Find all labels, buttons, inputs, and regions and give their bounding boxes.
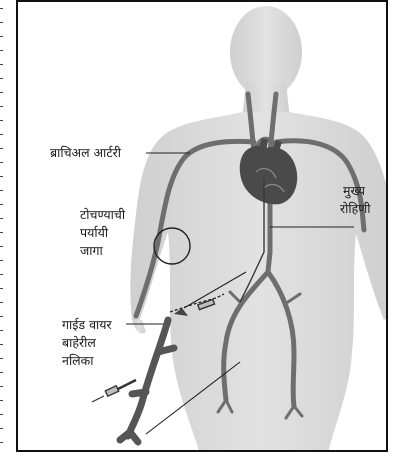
label-puncture-site-2: पर्यायी xyxy=(80,224,108,241)
margin-tick xyxy=(0,344,3,345)
body-silhouette xyxy=(130,6,388,452)
margin-tick xyxy=(0,246,3,247)
margin-tick xyxy=(0,134,3,135)
label-guide-wire: गाईड वायर xyxy=(62,316,112,333)
label-main-artery-1: मुख्य xyxy=(343,182,365,199)
anatomy-illustration xyxy=(18,2,388,452)
label-main-artery-2: रोहिणी xyxy=(340,200,371,217)
label-puncture-site-1: टोचण्याची xyxy=(80,206,125,223)
margin-tick xyxy=(0,442,3,443)
margin-tick xyxy=(0,316,3,317)
margin-tick xyxy=(0,22,3,23)
margin-tick xyxy=(0,36,3,37)
margin-tick xyxy=(0,358,3,359)
margin-tick xyxy=(0,372,3,373)
label-puncture-site-3: जागा xyxy=(80,242,103,259)
margin-tick xyxy=(0,386,3,387)
margin-tick xyxy=(0,414,3,415)
margin-tick xyxy=(0,92,3,93)
margin-tick xyxy=(0,50,3,51)
right-hand xyxy=(132,320,146,334)
margin-tick xyxy=(0,260,3,261)
margin-tick xyxy=(0,64,3,65)
margin-tick xyxy=(0,106,3,107)
margin-tick xyxy=(0,204,3,205)
margin-tick xyxy=(0,190,3,191)
margin-tick xyxy=(0,8,3,9)
margin-tick xyxy=(0,274,3,275)
margin-tick xyxy=(0,148,3,149)
margin-tick xyxy=(0,176,3,177)
margin-tick xyxy=(0,120,3,121)
margin-tick xyxy=(0,232,3,233)
margin-tick xyxy=(0,302,3,303)
label-brachial-artery: ब्राचिअल आर्टरी xyxy=(50,144,121,161)
label-sheath-2: नलिका xyxy=(62,352,94,369)
margin-tick xyxy=(0,400,3,401)
margin-tick xyxy=(0,162,3,163)
margin-tick xyxy=(0,78,3,79)
margin-tick xyxy=(0,218,3,219)
margin-tick xyxy=(0,330,3,331)
left-margin-marks xyxy=(0,0,3,460)
label-sheath-1: बाहेरील xyxy=(62,334,96,351)
diagram-frame: ब्राचिअल आर्टरी टोचण्याची पर्यायी जागा म… xyxy=(16,0,388,452)
margin-tick xyxy=(0,428,3,429)
margin-tick xyxy=(0,288,3,289)
